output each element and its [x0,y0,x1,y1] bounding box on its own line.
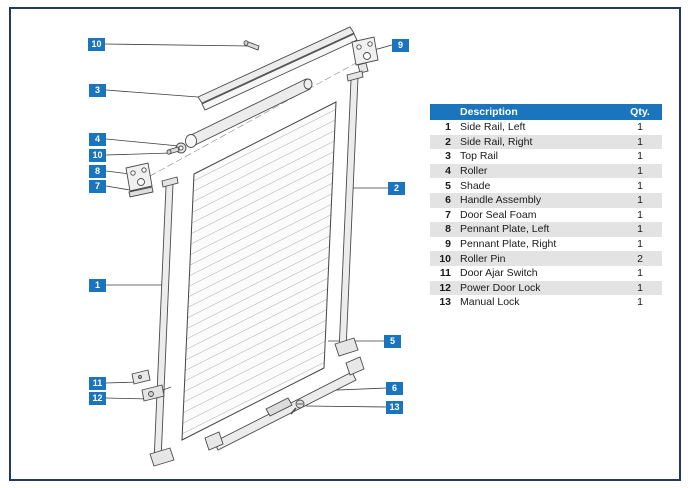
parts-table-body: 1 Side Rail, Left 1 2 Side Rail, Right 1… [430,120,662,310]
part-description: Side Rail, Right [460,135,533,148]
part-qty: 1 [637,179,643,192]
roller-pin-left-drawing [166,146,180,155]
part-number: 10 [439,252,451,265]
manual-lock-drawing [290,399,305,415]
part-number: 6 [445,194,451,207]
parts-table: Description Qty. 1 Side Rail, Left 1 2 S… [430,104,662,310]
table-row: 12 Power Door Lock 1 [430,280,662,296]
leader-lines [104,43,393,408]
part-number: 2 [445,135,451,148]
part-number: 5 [445,179,451,192]
pennant-plate-right-drawing [351,36,379,74]
handle-assembly-drawing [204,356,365,451]
header-description: Description [460,106,518,118]
table-row: 2 Side Rail, Right 1 [430,134,662,150]
pennant-plate-left-drawing [125,162,153,192]
part-qty: 1 [637,223,643,236]
part-qty: 2 [637,252,643,265]
callout-door-seal-foam: 7 [89,180,106,193]
roller-pin-top-drawing [243,40,260,51]
part-number: 7 [445,208,451,221]
callout-pennant-plate-left: 8 [89,165,106,178]
part-description: Door Ajar Switch [460,267,538,280]
part-qty: 1 [637,208,643,221]
roller-drawing [175,78,313,154]
callout-handle-assembly: 6 [386,382,403,395]
part-description: Power Door Lock [460,281,541,294]
top-rail-drawing [197,26,358,111]
part-description: Roller Pin [460,252,506,265]
callout-roller-pin-left: 10 [89,149,106,162]
table-row: 6 Handle Assembly 1 [430,192,662,208]
part-number: 3 [445,150,451,163]
table-row: 5 Shade 1 [430,178,662,193]
callout-roller: 4 [89,133,106,146]
callout-top-rail: 3 [89,84,106,97]
table-row: 10 Roller Pin 2 [430,251,662,266]
table-row: 1 Side Rail, Left 1 [430,120,662,135]
part-description: Pennant Plate, Right [460,238,557,251]
side-rail-left-drawing [149,176,179,467]
callout-manual-lock: 13 [386,401,403,414]
table-row: 7 Door Seal Foam 1 [430,208,662,223]
part-qty: 1 [637,135,643,148]
shade-drawing [181,101,337,441]
part-qty: 1 [637,267,643,280]
part-qty: 1 [637,296,643,309]
part-number: 1 [445,121,451,134]
table-row: 4 Roller 1 [430,163,662,179]
side-rail-right-drawing [334,70,364,357]
part-description: Pennant Plate, Left [460,223,550,236]
part-description: Roller [460,165,488,178]
door-ajar-switch-drawing [131,369,151,385]
part-qty: 1 [637,194,643,207]
part-description: Handle Assembly [460,194,542,207]
table-row: 11 Door Ajar Switch 1 [430,266,662,281]
callout-side-rail-right: 2 [388,182,405,195]
part-number: 4 [445,165,451,178]
parts-table-header: Description Qty. [430,104,662,120]
callout-side-rail-left: 1 [89,279,106,292]
callout-pennant-plate-right: 9 [392,39,409,52]
part-number: 12 [439,281,451,294]
part-description: Shade [460,179,491,192]
table-row: 3 Top Rail 1 [430,149,662,164]
part-qty: 1 [637,150,643,163]
part-number: 13 [439,296,451,309]
callout-roller-pin-top: 10 [88,38,105,51]
header-qty: Qty. [630,106,650,118]
part-description: Door Seal Foam [460,208,537,221]
part-number: 11 [439,267,451,280]
power-door-lock-drawing [141,384,172,402]
callout-door-ajar-switch: 11 [89,377,106,390]
part-qty: 1 [637,121,643,134]
part-qty: 1 [637,238,643,251]
table-row: 9 Pennant Plate, Right 1 [430,237,662,252]
part-description: Side Rail, Left [460,121,526,134]
table-row: 8 Pennant Plate, Left 1 [430,222,662,237]
table-row: 13 Manual Lock 1 [430,295,662,310]
part-number: 9 [445,238,451,251]
part-qty: 1 [637,165,643,178]
door-seal-foam-drawing [128,186,154,198]
part-description: Manual Lock [460,296,520,309]
callout-power-door-lock: 12 [89,392,106,405]
part-description: Top Rail [460,150,498,163]
callout-shade: 5 [384,335,401,348]
part-qty: 1 [637,281,643,294]
page-border [9,7,681,481]
part-number: 8 [445,223,451,236]
roller-axis-line [140,51,377,182]
